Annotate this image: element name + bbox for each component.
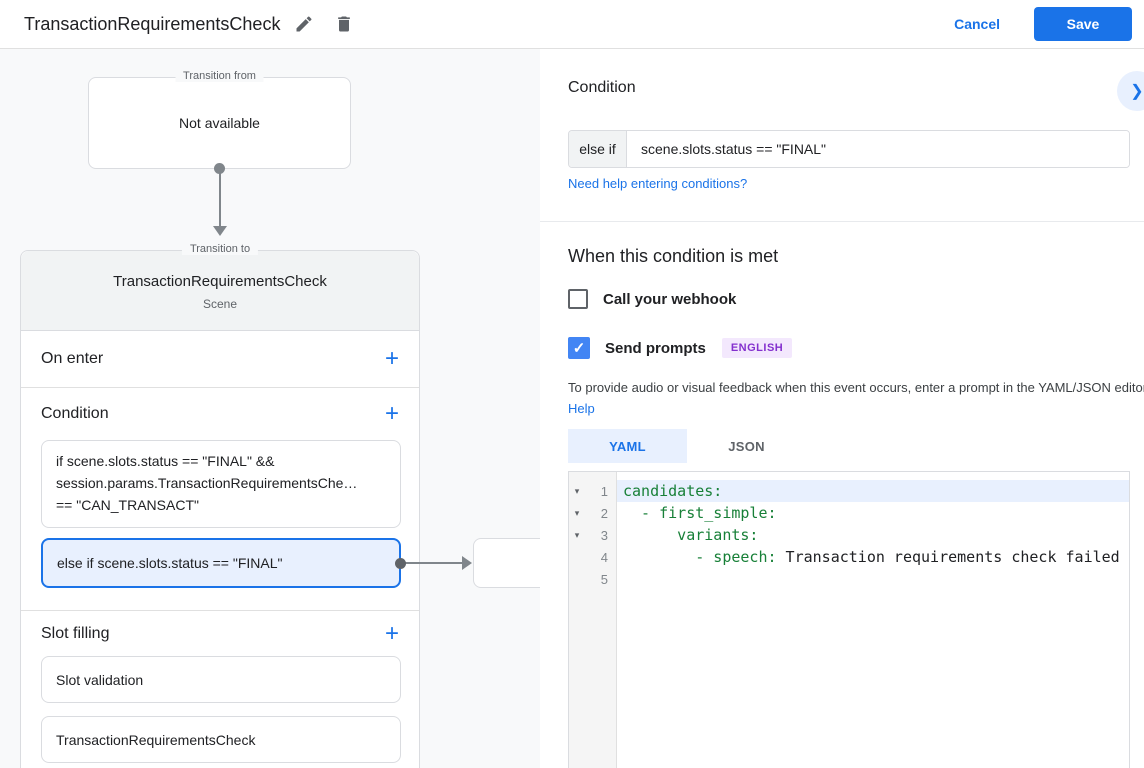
call-webhook-checkbox[interactable] (568, 289, 588, 309)
transition-from-value: Not available (179, 115, 260, 131)
condition-connector-line (404, 562, 464, 564)
condition-item-selected[interactable]: else if scene.slots.status == "FINAL" (41, 538, 401, 588)
panel-divider (540, 221, 1144, 222)
condition-connector-dot (395, 558, 406, 569)
cancel-button[interactable]: Cancel (954, 16, 1000, 32)
call-webhook-label: Call your webhook (603, 290, 737, 308)
help-link[interactable]: Help (568, 401, 595, 416)
tab-yaml[interactable]: YAML (568, 429, 687, 463)
slot-filling-section: Slot filling + Slot validation Transacti… (21, 611, 419, 763)
condition-section: Condition + if scene.slots.status == "FI… (21, 388, 419, 611)
editor-tabs: YAML JSON (568, 429, 806, 463)
language-badge: ENGLISH (721, 338, 793, 358)
line-number: 1 (600, 483, 608, 499)
line-number: 5 (600, 571, 608, 587)
condition-prefix: else if (569, 131, 627, 167)
transition-to-label: Transition to (181, 243, 259, 255)
on-enter-label: On enter (41, 350, 104, 367)
prompt-description-text: To provide audio or visual feedback when… (568, 380, 1144, 395)
send-prompts-label: Send prompts (605, 339, 706, 357)
editor-code-area[interactable]: candidates: - first_simple: variants: - … (617, 472, 1129, 768)
fold-toggle-icon[interactable]: ▾ (574, 529, 580, 540)
code-line[interactable]: - first_simple: (623, 504, 777, 522)
condition-expression-input[interactable] (627, 131, 1129, 167)
pencil-icon (294, 14, 314, 34)
add-on-enter-button[interactable]: + (384, 345, 399, 372)
scene-card-header[interactable]: Transition to TransactionRequirementsChe… (21, 243, 419, 331)
line-number: 3 (600, 527, 608, 543)
scene-type-label: Scene (202, 297, 238, 311)
on-enter-section[interactable]: On enter + (21, 331, 419, 388)
yaml-editor[interactable]: ▾ 1 ▾ 2 ▾ 3 4 5 (568, 471, 1130, 768)
condition-input-group: else if (568, 130, 1130, 168)
send-prompts-row: ✓ Send prompts ENGLISH (568, 337, 793, 359)
chevron-right-icon: ❯ (1130, 83, 1144, 100)
slot-item[interactable]: TransactionRequirementsCheck (41, 716, 401, 763)
save-button[interactable]: Save (1034, 7, 1132, 41)
line-number: 2 (600, 505, 608, 521)
scene-card: Transition to TransactionRequirementsChe… (20, 243, 420, 768)
conditions-help-link[interactable]: Need help entering conditions? (568, 176, 748, 191)
page-title: TransactionRequirementsCheck (24, 13, 281, 34)
transition-from-box: Transition from Not available (88, 70, 351, 169)
slot-filling-label: Slot filling (41, 624, 110, 642)
code-line[interactable]: - speech: Transaction requirements check… (623, 548, 1120, 566)
condition-item[interactable]: if scene.slots.status == "FINAL" && sess… (41, 440, 401, 528)
fold-toggle-icon[interactable]: ▾ (574, 507, 580, 518)
tab-json[interactable]: JSON (728, 438, 765, 454)
add-slot-button[interactable]: + (384, 619, 399, 647)
webhook-row: Call your webhook (568, 289, 736, 309)
send-prompts-checkbox[interactable]: ✓ (568, 337, 590, 359)
fold-toggle-icon[interactable]: ▾ (574, 485, 580, 496)
line-number: 4 (600, 549, 608, 565)
transition-target-box[interactable] (473, 538, 540, 588)
add-condition-button[interactable]: + (384, 400, 399, 427)
scene-name: TransactionRequirementsCheck (113, 273, 327, 290)
prompt-description: To provide audio or visual feedback when… (568, 377, 1144, 419)
edit-scene-button[interactable] (286, 6, 322, 42)
flow-diagram-panel: Transition from Not available Transition… (0, 49, 540, 768)
code-line[interactable]: variants: (623, 526, 759, 544)
code-line[interactable] (617, 568, 1129, 590)
trash-icon (334, 14, 354, 34)
transition-from-label: Transition from (175, 70, 264, 82)
connector-arrowhead (213, 226, 227, 236)
top-bar: TransactionRequirementsCheck Cancel Save (0, 0, 1144, 49)
connector-dot (214, 163, 225, 174)
slot-item[interactable]: Slot validation (41, 656, 401, 703)
collapse-panel-button[interactable]: ❯ (1117, 71, 1144, 111)
code-line[interactable]: candidates: (617, 480, 1129, 502)
connector-line (219, 171, 221, 227)
delete-scene-button[interactable] (326, 6, 362, 42)
check-icon: ✓ (572, 340, 586, 357)
condition-connector-arrowhead (462, 556, 472, 570)
editor-gutter: ▾ 1 ▾ 2 ▾ 3 4 5 (569, 472, 617, 768)
when-condition-met-title: When this condition is met (568, 246, 779, 266)
condition-detail-panel: Condition ❯ else if Need help entering c… (540, 49, 1144, 768)
condition-section-label: Condition (41, 405, 109, 422)
panel-title: Condition (568, 79, 636, 96)
